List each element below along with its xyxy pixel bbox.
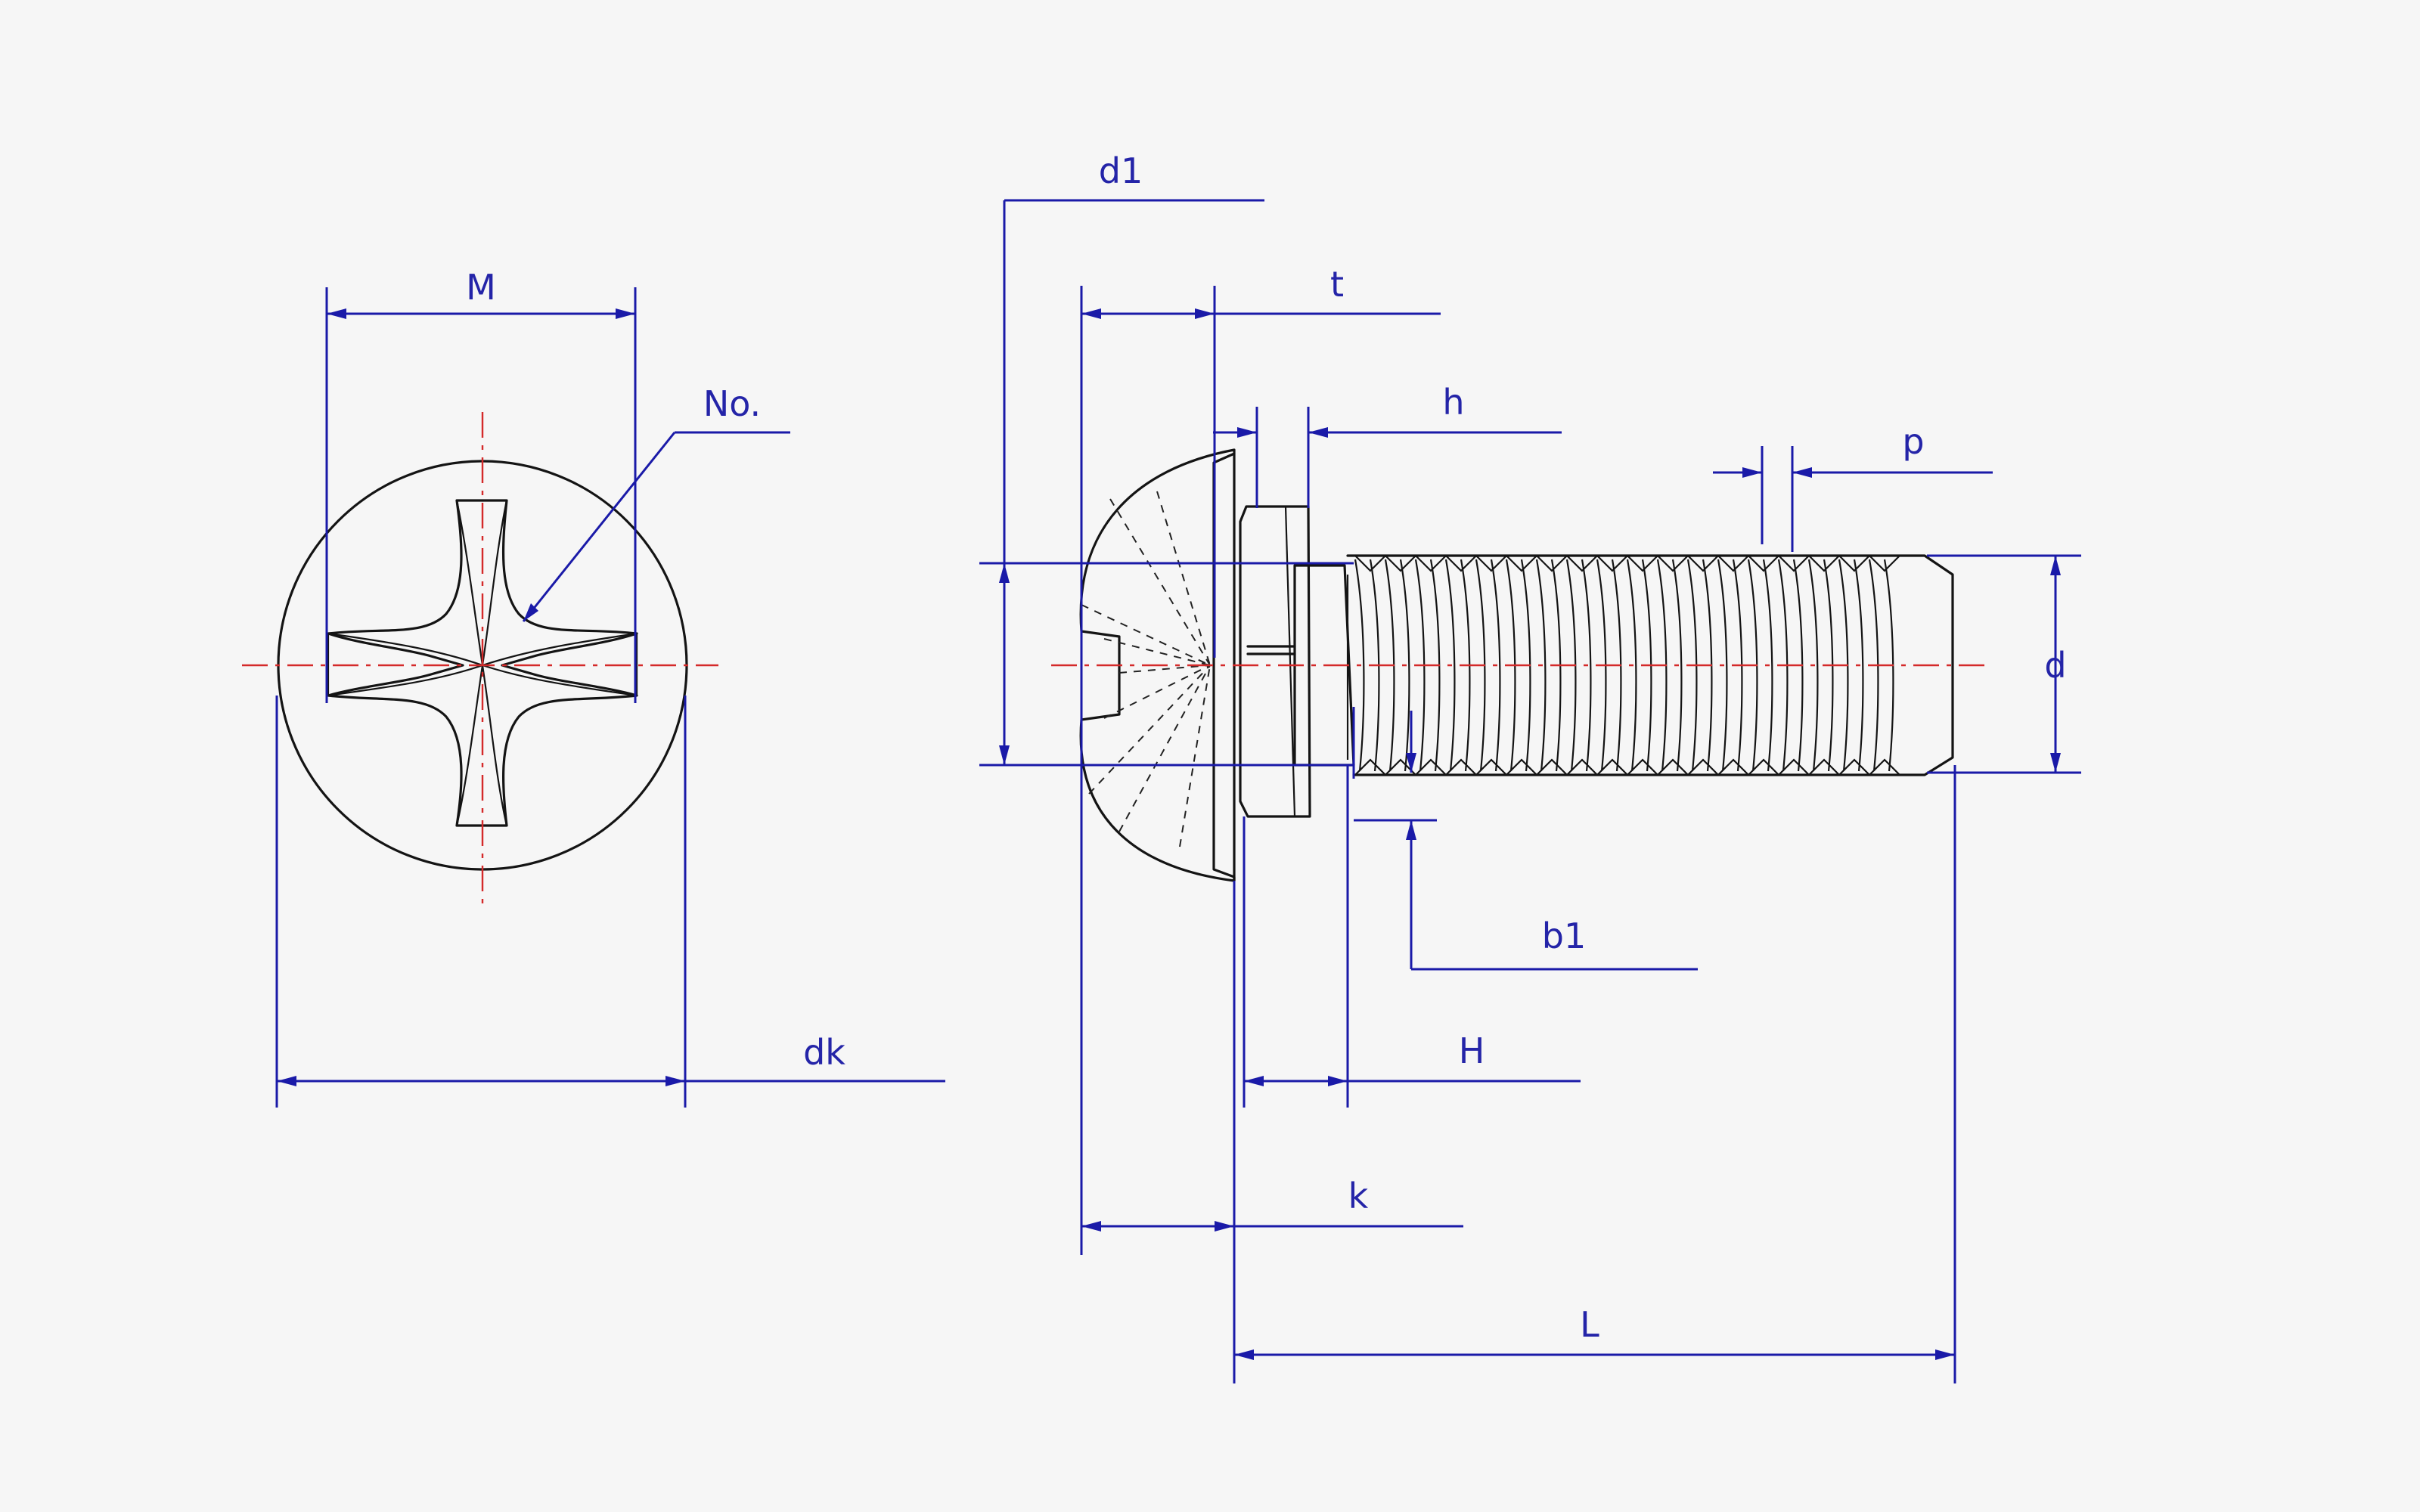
dimension-t: t [1080, 264, 1441, 1255]
dimension-H: H [1243, 765, 1581, 1108]
label-H: H [1459, 1030, 1485, 1071]
thread-line [1354, 559, 1365, 772]
thread-line [1535, 559, 1547, 772]
label-d1: d1 [1099, 150, 1143, 191]
thread-line [1671, 559, 1683, 772]
label-p: p [1902, 421, 1924, 462]
thread-top-profile [1354, 554, 1900, 572]
thread-line [1490, 559, 1501, 772]
head-recess-hidden-lines [1081, 491, 1211, 847]
dimension-d1: d1 [979, 150, 1354, 767]
leader-no: No. [522, 383, 790, 622]
thread-line [1853, 559, 1864, 772]
side-view: d1 t h p [979, 150, 2081, 1383]
phillips-recess-icon [327, 499, 638, 827]
front-view: M No. dk [242, 267, 945, 1108]
dimension-h-small: h [1213, 382, 1562, 508]
dimension-b1: b1 [1352, 707, 1698, 971]
dimension-p: p [1713, 421, 1993, 552]
spring-washer-profile [1239, 505, 1311, 818]
dimension-d: d [1927, 554, 2081, 774]
label-no: No. [703, 383, 761, 424]
label-h: h [1442, 382, 1464, 423]
label-L: L [1580, 1304, 1599, 1345]
label-b1: b1 [1542, 916, 1586, 956]
dimension-L: L [1234, 765, 1956, 1383]
thread-line [1444, 559, 1456, 772]
thread-bottom-profile [1354, 758, 1900, 776]
thread-line [1626, 559, 1637, 772]
thread-line [1399, 559, 1410, 772]
label-m: M [466, 267, 496, 308]
thread-line [1807, 559, 1819, 772]
thread-line [1762, 559, 1773, 772]
label-dk: dk [803, 1032, 845, 1073]
label-t: t [1330, 264, 1344, 305]
thread-line [1581, 559, 1592, 772]
dimension-dk: dk [275, 696, 945, 1108]
dimension-m: M [325, 267, 637, 703]
dimension-k: k [1081, 881, 1463, 1383]
label-d: d [2044, 645, 2066, 686]
label-k: k [1348, 1176, 1369, 1216]
thread-line [1717, 559, 1728, 772]
